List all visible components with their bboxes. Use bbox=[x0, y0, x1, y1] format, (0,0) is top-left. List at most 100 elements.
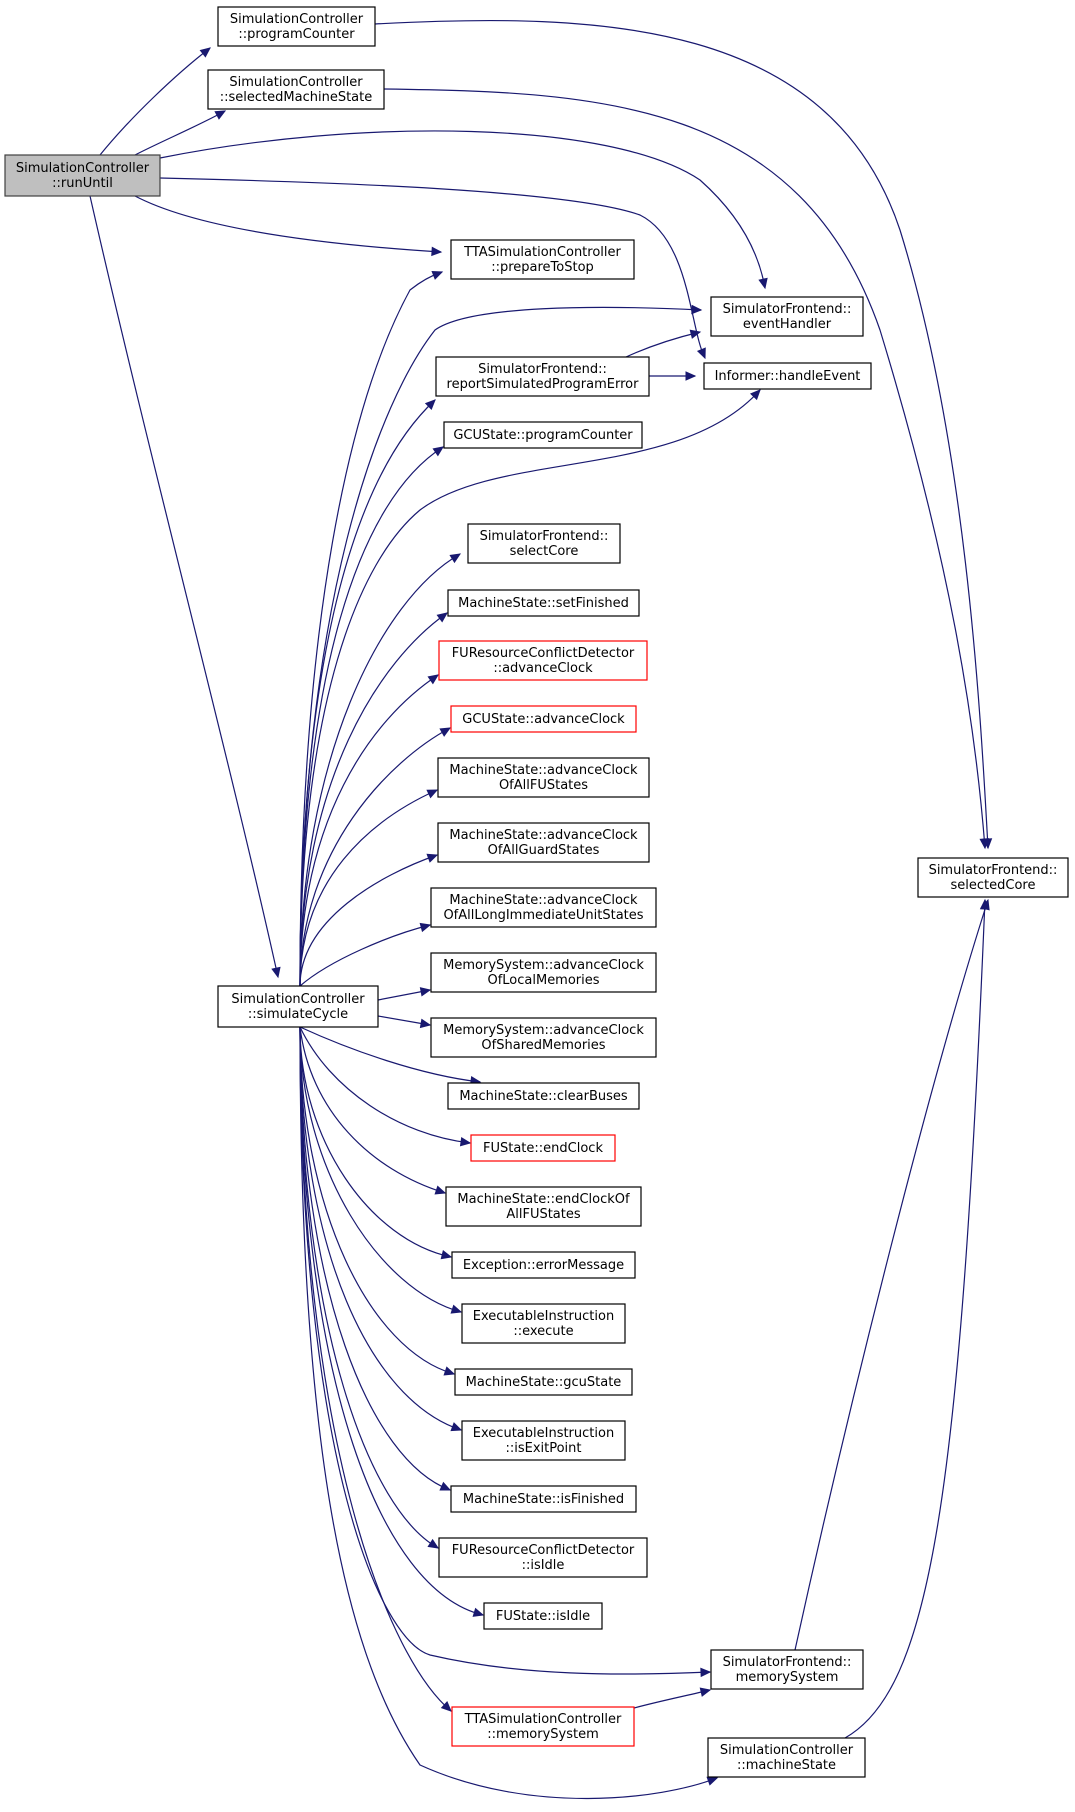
arrowhead bbox=[749, 389, 761, 401]
arrowhead bbox=[199, 47, 211, 58]
node-label: ::isIdle bbox=[522, 1558, 565, 1573]
call-edge-rununtil-to-pc bbox=[99, 47, 211, 156]
node-label: MachineState::gcuState bbox=[466, 1375, 622, 1390]
node-label: FUResourceConflictDetector bbox=[452, 646, 635, 661]
node-ei-exit[interactable]: ExecutableInstruction::isExitPoint bbox=[461, 1420, 626, 1461]
node-label: SimulationController bbox=[231, 992, 365, 1007]
node-box bbox=[217, 6, 376, 47]
node-ei-exec[interactable]: ExecutableInstruction::execute bbox=[461, 1303, 626, 1344]
node-box bbox=[461, 1303, 626, 1344]
node-ms-acliu[interactable]: MachineState::advanceClockOfAllLongImmed… bbox=[430, 887, 657, 928]
node-gcustate[interactable]: MachineState::gcuState bbox=[454, 1368, 633, 1396]
arrowhead bbox=[758, 277, 768, 290]
node-furcd-ac[interactable]: FUResourceConflictDetector::advanceClock bbox=[438, 640, 648, 681]
call-edge-simcyc-to-sf_mem bbox=[299, 1026, 712, 1678]
node-label: GCUState::advanceClock bbox=[462, 712, 625, 727]
node-rununtil[interactable]: SimulationController::runUntil bbox=[4, 154, 161, 197]
node-box bbox=[710, 1649, 864, 1690]
node-gcupc[interactable]: GCUState::programCounter bbox=[443, 421, 643, 449]
node-box bbox=[447, 589, 640, 617]
node-label: MemorySystem::advanceClock bbox=[443, 1023, 644, 1038]
arrowhead bbox=[443, 1366, 456, 1376]
node-label: ::machineState bbox=[737, 1758, 836, 1773]
arrowhead bbox=[419, 922, 432, 933]
node-rspe[interactable]: SimulatorFrontend::reportSimulatedProgra… bbox=[435, 356, 650, 397]
node-box bbox=[710, 296, 864, 337]
node-box bbox=[438, 1537, 648, 1578]
node-label: AllFUStates bbox=[506, 1207, 581, 1222]
node-sc-ms[interactable]: SimulationController::machineState bbox=[707, 1737, 866, 1778]
node-he[interactable]: Informer::handleEvent bbox=[703, 362, 872, 390]
node-label: TTASimulationController bbox=[463, 245, 621, 260]
call-edge-rununtil-to-prep bbox=[134, 195, 443, 257]
node-fu-end[interactable]: FUState::endClock bbox=[470, 1134, 616, 1162]
arrowhead bbox=[706, 1776, 719, 1786]
arrowhead bbox=[439, 727, 452, 737]
node-label: ::runUntil bbox=[52, 176, 113, 191]
node-label: OfAllFUStates bbox=[499, 778, 588, 793]
call-edge-rununtil-to-sms bbox=[134, 110, 227, 156]
node-label: ::memorySystem bbox=[487, 1727, 599, 1742]
node-furcd-idle[interactable]: FUResourceConflictDetector::isIdle bbox=[438, 1537, 648, 1578]
node-label: MachineState::endClockOf bbox=[457, 1192, 630, 1207]
node-label: MachineState::isFinished bbox=[463, 1492, 624, 1507]
call-edge-rununtil-to-simcyc bbox=[89, 195, 281, 979]
node-box bbox=[707, 1737, 866, 1778]
node-box bbox=[430, 952, 657, 993]
node-evh[interactable]: SimulatorFrontend::eventHandler bbox=[710, 296, 864, 337]
node-isfin[interactable]: MachineState::isFinished bbox=[450, 1485, 637, 1513]
arrowhead bbox=[271, 966, 281, 979]
node-box bbox=[4, 154, 161, 197]
arrowhead bbox=[700, 1667, 712, 1678]
node-box bbox=[461, 1420, 626, 1461]
arrowhead bbox=[472, 1607, 485, 1617]
node-label: ::programCounter bbox=[238, 27, 355, 42]
node-simcyc[interactable]: SimulationController::simulateCycle bbox=[217, 985, 379, 1028]
call-edge-simcyc-to-fu_idle bbox=[299, 1026, 485, 1617]
node-label: ::advanceClock bbox=[493, 661, 593, 676]
call-edge-simcyc-to-he bbox=[299, 389, 761, 987]
node-pc[interactable]: SimulationController::programCounter bbox=[217, 6, 376, 47]
node-label: SimulationController bbox=[230, 12, 364, 27]
node-clrbus[interactable]: MachineState::clearBuses bbox=[447, 1082, 640, 1110]
arrowhead bbox=[699, 1687, 712, 1697]
call-edge-simcyc-to-ei_exit bbox=[299, 1026, 463, 1432]
arrowhead bbox=[419, 987, 432, 997]
node-box bbox=[451, 1706, 635, 1747]
node-tta-mem[interactable]: TTASimulationController::memorySystem bbox=[451, 1706, 635, 1747]
arrowhead bbox=[689, 329, 702, 339]
node-label: TTASimulationController bbox=[464, 1712, 622, 1727]
node-ms-acg[interactable]: MachineState::advanceClockOfAllGuardStat… bbox=[437, 822, 650, 863]
node-setfin[interactable]: MachineState::setFinished bbox=[447, 589, 640, 617]
node-label: Exception::errorMessage bbox=[463, 1258, 624, 1273]
node-sf-mem[interactable]: SimulatorFrontend::memorySystem bbox=[710, 1649, 864, 1690]
arrowhead bbox=[450, 1304, 463, 1314]
node-box bbox=[703, 362, 872, 390]
node-selected[interactable]: SimulatorFrontend::selectedCore bbox=[917, 857, 1069, 898]
node-errmsg[interactable]: Exception::errorMessage bbox=[451, 1251, 636, 1279]
node-box bbox=[467, 523, 621, 564]
node-box bbox=[430, 1017, 657, 1058]
node-box bbox=[447, 1082, 640, 1110]
node-selcore[interactable]: SimulatorFrontend::selectCore bbox=[467, 523, 621, 564]
node-label: SimulationController bbox=[720, 1743, 854, 1758]
node-mem-acs[interactable]: MemorySystem::advanceClockOfSharedMemori… bbox=[430, 1017, 657, 1058]
node-label: ::simulateCycle bbox=[248, 1007, 348, 1022]
node-label: MachineState::advanceClock bbox=[449, 893, 638, 908]
node-fu-idle[interactable]: FUState::isIdle bbox=[483, 1602, 603, 1630]
call-edge-rununtil-to-he bbox=[159, 177, 706, 360]
node-label: SimulatorFrontend:: bbox=[478, 362, 607, 377]
node-label: ::execute bbox=[513, 1324, 573, 1339]
arrowhead bbox=[419, 1018, 432, 1029]
node-box bbox=[435, 356, 650, 397]
node-sms[interactable]: SimulationController::selectedMachineSta… bbox=[207, 69, 385, 110]
arrowhead bbox=[691, 304, 703, 315]
node-prep[interactable]: TTASimulationController::prepareToStop bbox=[450, 239, 635, 280]
node-mem-acl[interactable]: MemorySystem::advanceClockOfLocalMemorie… bbox=[430, 952, 657, 993]
node-label: MemorySystem::advanceClock bbox=[443, 958, 644, 973]
arrowhead bbox=[426, 789, 439, 799]
node-gcu-ac[interactable]: GCUState::advanceClock bbox=[450, 705, 637, 733]
